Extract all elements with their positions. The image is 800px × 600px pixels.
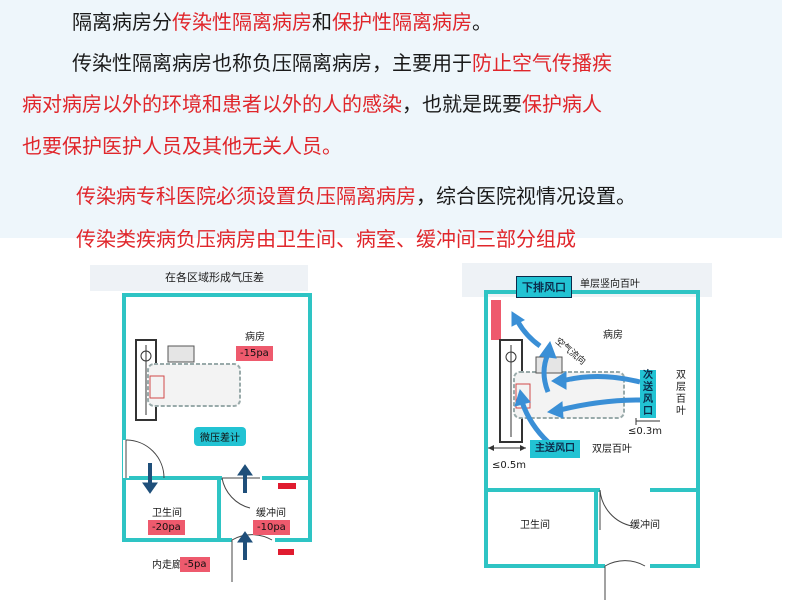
right-door-2: [604, 560, 646, 600]
right-main-louver: 双层百叶: [592, 444, 632, 455]
right-toilet-label: 卫生间: [520, 520, 550, 531]
left-door-1: [125, 439, 165, 479]
p6-highlight: 传染类疾病负压病房由卫生间、病室、缓冲间三部分组成: [76, 227, 576, 251]
left-toilet-label: 卫生间: [152, 508, 182, 519]
p2-text: 传染性隔离病房也称负压隔离病房，主要用于: [72, 51, 472, 75]
left-buffer-pressure: -10pa: [253, 520, 290, 535]
left-arrows: [142, 463, 253, 560]
double-louver-char: 百: [676, 394, 686, 405]
right-exhaust-label: 下排风口: [516, 276, 572, 298]
paragraph-4: 传染类疾病负压病房由卫生间、病室、缓冲间三部分组成: [76, 225, 576, 253]
left-corridor-label: 内走廊: [152, 560, 182, 571]
left-corridor-pressure: -5pa: [180, 557, 211, 572]
left-bed: [147, 363, 241, 407]
left-buffer-label: 缓冲间: [256, 508, 286, 519]
right-lower-walls: [484, 488, 700, 568]
right-distance-left: ≤0.5m: [492, 460, 527, 471]
secondary-supply-char: 口: [643, 406, 653, 417]
left-toilet-pressure: -20pa: [148, 520, 185, 535]
text-background: [0, 0, 782, 238]
left-door-2: [221, 477, 260, 509]
right-exhaust-vent: [491, 300, 501, 340]
right-ward-label: 病房: [603, 330, 623, 341]
paragraph-2-line-3: 也要保护医护人员及其他无关人员。: [22, 132, 342, 160]
p1-highlight-infectious: 传染性隔离病房: [172, 10, 312, 34]
secondary-supply-char: 送: [643, 382, 653, 393]
right-double-louver-vertical: 双 层 百 叶: [676, 370, 690, 420]
double-louver-char: 双: [676, 370, 686, 381]
paragraph-2-line-2: 病对病房以外的环境和患者以外的人的感染，也就是既要保护病人: [22, 90, 602, 118]
right-main-supply: 主送风口: [530, 440, 580, 458]
left-diagram-title-bar: [90, 265, 308, 291]
p1-period: 。: [472, 10, 492, 34]
p5-text: ，综合医院视情况设置。: [416, 184, 636, 208]
secondary-supply-char: 次: [643, 370, 653, 381]
right-buffer-label: 缓冲间: [630, 520, 660, 531]
p1-highlight-protective: 保护性隔离病房: [332, 10, 472, 34]
p1-text: 隔离病房分: [72, 10, 172, 34]
p3-text: ，也就是既要: [402, 92, 522, 116]
p2-highlight: 防止空气传播疾: [472, 51, 612, 75]
right-bed: [513, 371, 625, 419]
right-exhaust-louver: 单层竖向百叶: [580, 279, 640, 290]
left-ward-pressure: -15pa: [236, 346, 273, 361]
left-door-3: [231, 534, 273, 582]
right-airflow-arrows: [511, 311, 641, 444]
p1-text-and: 和: [312, 10, 332, 34]
paragraph-1: 隔离病房分传染性隔离病房和保护性隔离病房。: [72, 8, 492, 36]
left-vent-2: [278, 549, 294, 555]
p3-highlight-protect: 保护病人: [522, 92, 602, 116]
left-gauge-label: 微压差计: [194, 427, 246, 446]
p5-highlight: 传染病专科医院必须设置负压隔离病房: [76, 184, 416, 208]
double-louver-char: 叶: [676, 406, 686, 417]
right-door-1: [599, 489, 633, 530]
right-secondary-supply: 次 送 风 口: [640, 370, 656, 418]
p4-highlight: 也要保护医护人员及其他无关人员。: [22, 134, 342, 158]
right-distance-right: ≤0.3m: [628, 426, 663, 437]
paragraph-2-line-1: 传染性隔离病房也称负压隔离病房，主要用于防止空气传播疾: [72, 49, 612, 77]
paragraph-3: 传染病专科医院必须设置负压隔离病房，综合医院视情况设置。: [76, 182, 636, 210]
p3-highlight: 病对病房以外的环境和患者以外的人的感染: [22, 92, 402, 116]
secondary-supply-char: 风: [643, 394, 653, 405]
left-ward-label: 病房: [245, 332, 265, 343]
left-diagram-title: 在各区域形成气压差: [165, 271, 264, 284]
left-vent-1: [278, 483, 296, 489]
double-louver-char: 层: [676, 382, 686, 393]
